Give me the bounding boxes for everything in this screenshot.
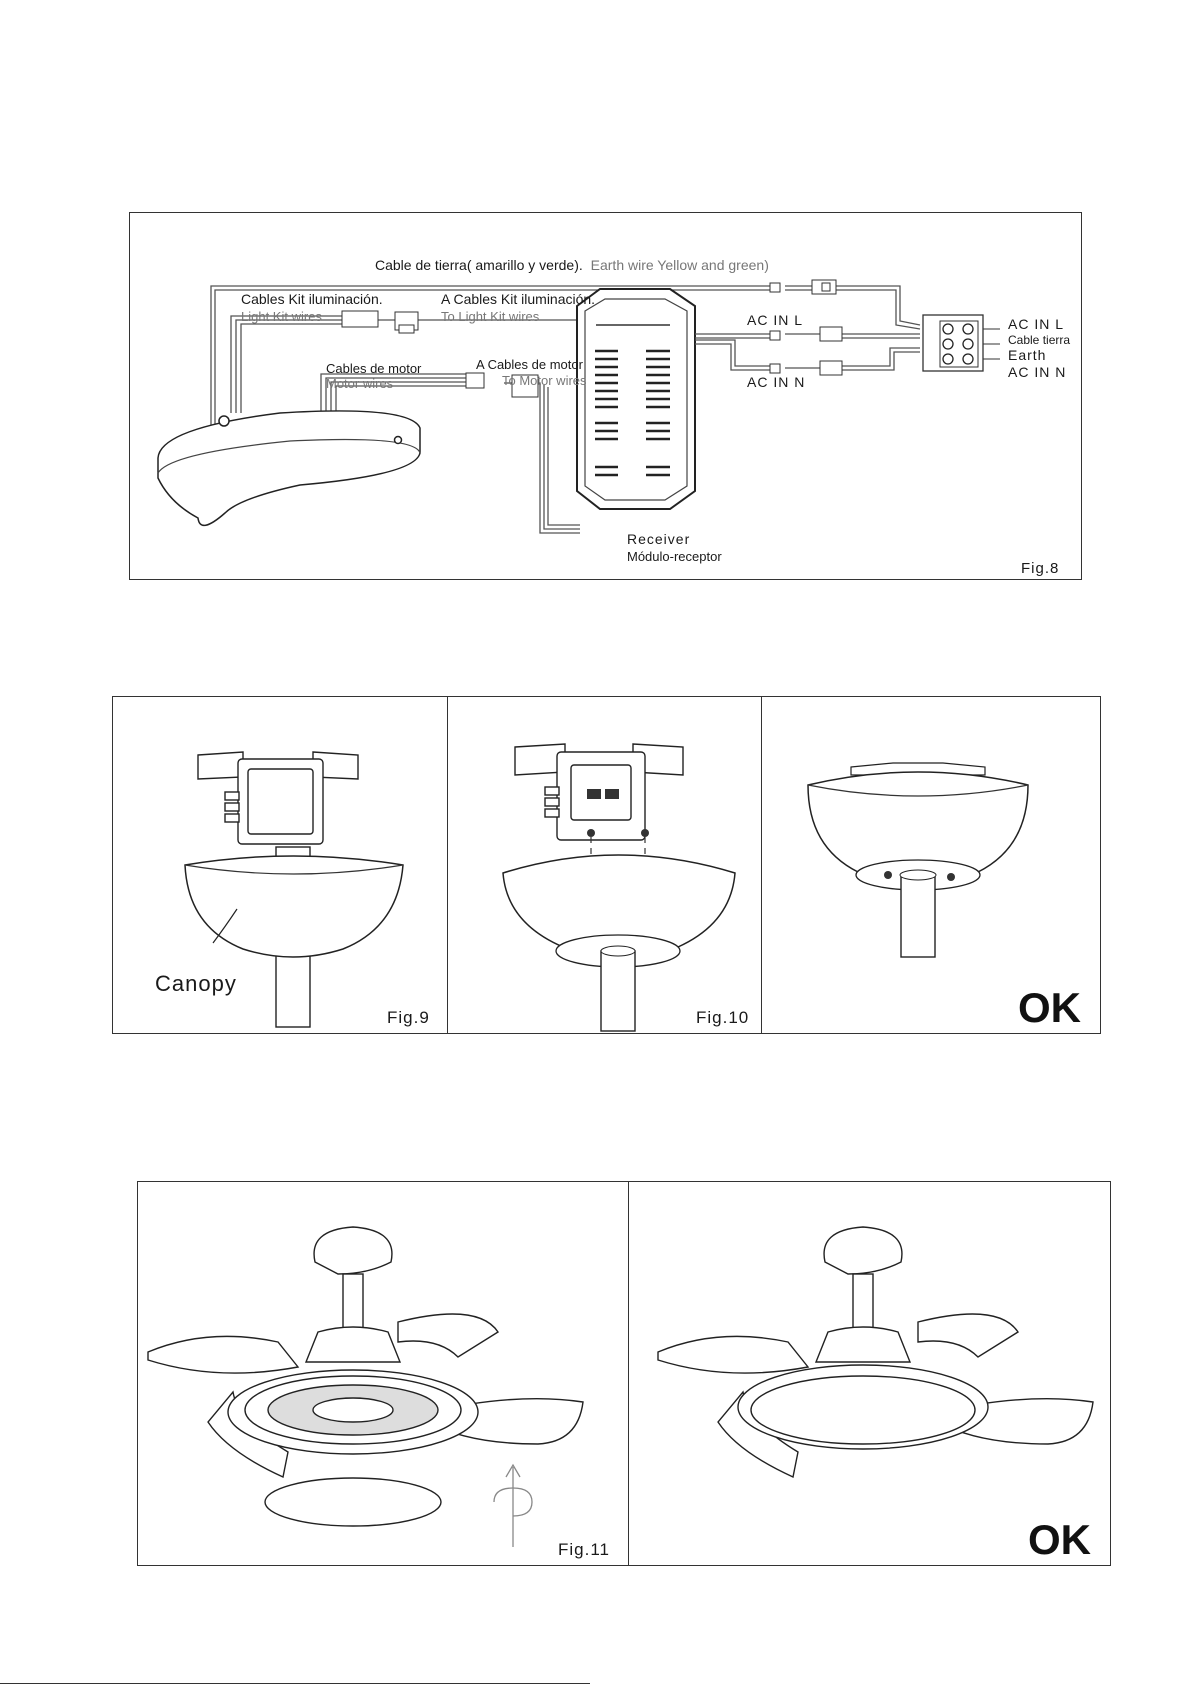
fig9-label: Fig.9: [387, 1008, 430, 1027]
fig9-10-panel: Canopy Fig.9 Fig.10: [112, 696, 1101, 1034]
to-motor-label-es: A Cables de motor: [476, 357, 584, 372]
motor-wires-label-es: Cables de motor: [326, 361, 422, 376]
ac-wires: [695, 333, 920, 371]
fig10-label: Fig.10: [696, 1008, 749, 1027]
wiring-diagram: Cable de tierra( amarillo y verde). Eart…: [157, 257, 1070, 577]
rotate-arrow-icon: [493, 1463, 533, 1547]
to-motor-label-en: To Motor wires: [502, 373, 587, 388]
fig11-panel: Fig.11 OK: [137, 1181, 1111, 1566]
fig10-canopy: [502, 854, 736, 1032]
ok-label-fig11: OK: [1028, 1516, 1091, 1563]
fan-blade-right-top: [397, 1313, 499, 1358]
ok-label-fig10: OK: [1018, 984, 1081, 1031]
ac-l-connector: [819, 326, 843, 342]
earth-wire-label-en: Earth wire Yellow and green): [591, 257, 769, 273]
fig9-canopy: [184, 855, 404, 958]
terminal-cable-tierra-label: Cable tierra: [1008, 333, 1070, 347]
motor-wires-label-en: Motor wires: [326, 376, 394, 391]
motor-plug: [511, 374, 539, 398]
light-kit-wires: [230, 315, 585, 413]
canopy-label: Canopy: [155, 971, 237, 996]
fig11-fan: [147, 1226, 584, 1479]
divider-10-ok: [761, 697, 762, 1033]
light-cover-installation-diagram: Fig.11 OK: [147, 1226, 1094, 1563]
fig10-screws: [587, 789, 649, 837]
fan-blade-left: [147, 1335, 300, 1374]
fig9-bracket: [197, 751, 359, 845]
assembled-canopy: [807, 762, 1029, 958]
terminal-block: [922, 314, 1000, 372]
receiver-label-es: Módulo-receptor: [627, 549, 722, 564]
ac-n-connector: [819, 360, 843, 376]
assembled-fan: [657, 1226, 1094, 1479]
fig8-panel: Cable de tierra( amarillo y verde). Eart…: [129, 212, 1082, 580]
earth-wire: [210, 285, 921, 428]
divider-11-ok: [628, 1182, 629, 1565]
light-kit-label-en: Light Kit wires: [241, 309, 322, 324]
svg-text:Cable de tierra( amarillo y ve: Cable de tierra( amarillo y verde). Eart…: [375, 257, 769, 273]
receiver-label-en: Receiver: [627, 531, 690, 547]
receiver-module: [576, 288, 696, 510]
ac-in-n-label: AC IN N: [747, 374, 805, 390]
fig11-label: Fig.11: [558, 1540, 610, 1559]
light-kit-connector: [341, 310, 379, 328]
earth-wire-label-es: Cable de tierra( amarillo y verde).: [375, 257, 583, 273]
divider-9-10: [447, 697, 448, 1033]
terminal-ac-in-n-label: AC IN N: [1008, 364, 1066, 380]
bottom-rule: [0, 1683, 590, 1684]
to-light-kit-label-es: A Cables Kit iluminación.: [441, 291, 595, 307]
motor-connector: [465, 372, 485, 389]
ac-in-l-label: AC IN L: [747, 312, 803, 328]
fig8-label: Fig.8: [1021, 560, 1059, 577]
canopy-fig8: [157, 410, 421, 527]
canopy-installation-diagram: Canopy Fig.9 Fig.10: [155, 743, 1081, 1032]
terminal-ac-in-l-label: AC IN L: [1008, 316, 1064, 332]
earth-connector-a: [769, 282, 781, 293]
light-cover: [264, 1477, 442, 1527]
to-light-kit-label-en: To Light Kit wires: [441, 309, 540, 324]
terminal-earth-label: Earth: [1008, 347, 1046, 363]
light-kit-label-es: Cables Kit iluminación.: [241, 291, 383, 307]
